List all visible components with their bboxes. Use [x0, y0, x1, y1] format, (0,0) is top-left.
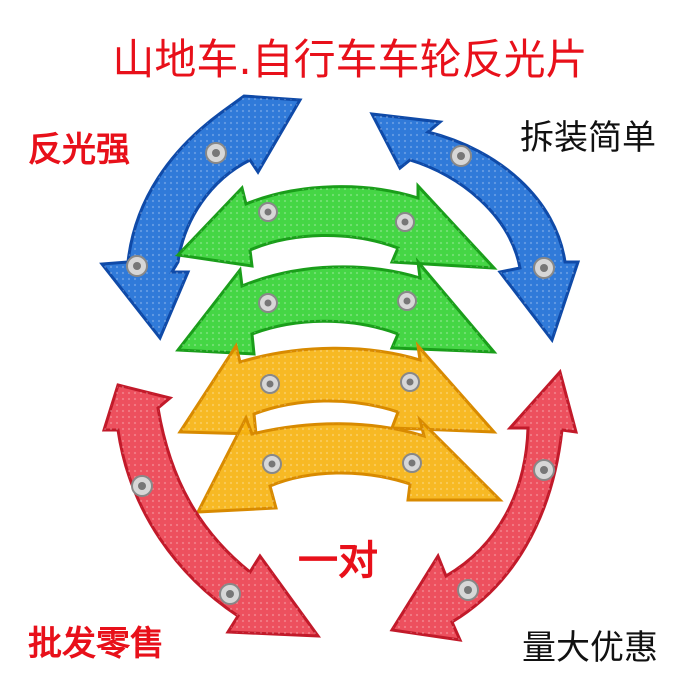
screw — [262, 454, 282, 474]
screw — [533, 459, 555, 481]
tag-bulk-discount: 量大优惠 — [522, 628, 658, 668]
screw — [219, 583, 241, 605]
red-right-reflector — [389, 368, 579, 642]
screw — [395, 212, 415, 232]
screw — [205, 142, 227, 164]
screw — [260, 374, 280, 394]
screw — [131, 475, 153, 497]
tag-wholesale-retail: 批发零售 — [28, 624, 164, 664]
page-title: 山地车.自行车车轮反光片 — [112, 35, 588, 84]
orange-top-reflector — [177, 341, 498, 436]
blue-left-reflector — [99, 94, 303, 341]
tag-strong-reflection: 反光强 — [28, 130, 130, 170]
tag-easy-install: 拆装简单 — [520, 118, 656, 158]
tag-pair: 一对 — [298, 538, 378, 584]
screw — [400, 372, 420, 392]
red-left-reflector — [101, 383, 322, 638]
screw — [258, 293, 278, 313]
screw — [258, 202, 278, 222]
screw — [457, 579, 479, 601]
blue-right-reflector — [369, 112, 581, 344]
screw — [450, 145, 472, 167]
green-top-reflector — [174, 182, 498, 270]
green-bottom-reflector — [175, 257, 498, 356]
screw — [126, 255, 148, 277]
orange-bottom-reflector — [195, 414, 504, 514]
screw — [533, 257, 555, 279]
screw — [397, 291, 417, 311]
screw — [402, 453, 422, 473]
